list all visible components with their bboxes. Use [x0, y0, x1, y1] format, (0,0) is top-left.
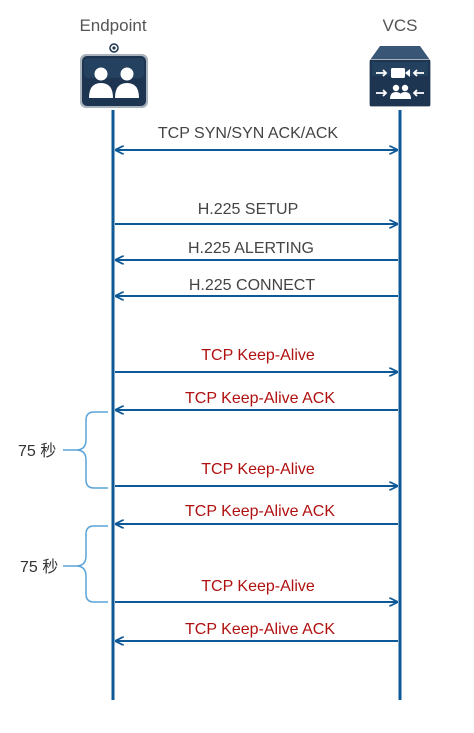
message-label-keepalive-ack-1: TCP Keep-Alive ACK [185, 390, 335, 407]
video-endpoint-icon [80, 43, 148, 108]
interval-label-2: 75 秒 [20, 558, 58, 576]
message-label-tcp-handshake: TCP SYN/SYN ACK/ACK [158, 125, 339, 142]
interval-label-1: 75 秒 [18, 442, 56, 460]
interval-bracket-2: 75 秒 [20, 525, 108, 603]
message-label-h225-setup: H.225 SETUP [198, 201, 298, 218]
interval-bracket-1: 75 秒 [18, 411, 108, 489]
message-label-keepalive-3: TCP Keep-Alive [201, 578, 315, 595]
message-label-keepalive-ack-3: TCP Keep-Alive ACK [185, 621, 335, 638]
messages: TCP SYN/SYN ACK/ACK H.225 SETUP H.225 AL… [115, 125, 398, 641]
endpoint-label: Endpoint [79, 16, 146, 35]
vcs-label: VCS [383, 16, 418, 35]
message-label-h225-connect: H.225 CONNECT [189, 277, 315, 294]
message-label-keepalive-ack-2: TCP Keep-Alive ACK [185, 503, 335, 520]
message-label-h225-alerting: H.225 ALERTING [188, 240, 314, 257]
message-label-keepalive-2: TCP Keep-Alive [201, 461, 315, 478]
vcs-server-icon [369, 46, 431, 107]
message-label-keepalive-1: TCP Keep-Alive [201, 347, 315, 364]
